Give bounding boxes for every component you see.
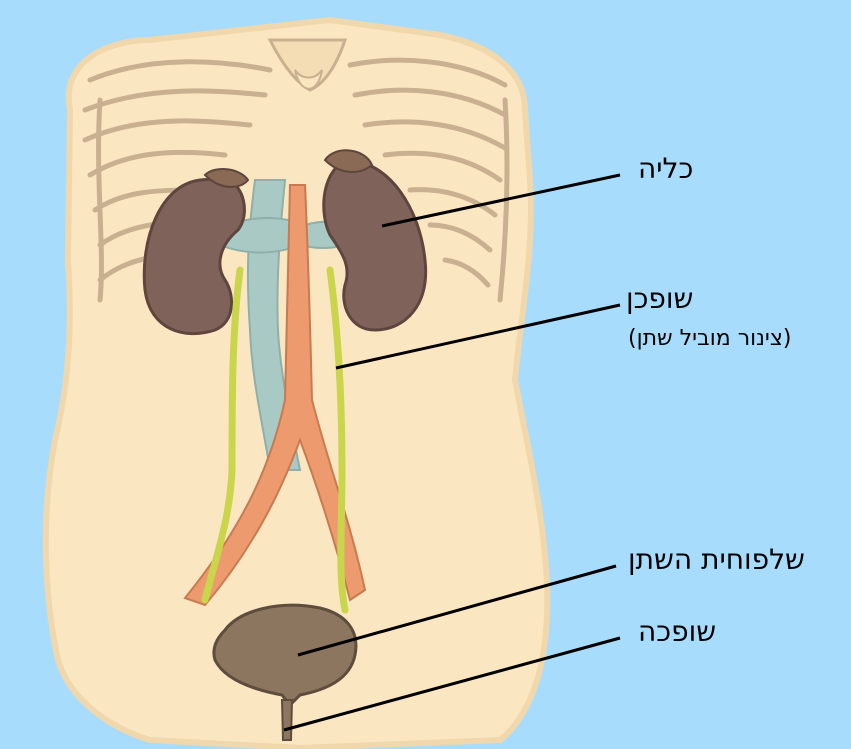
label-urethra: שופכה — [638, 618, 716, 646]
label-ureter: שופכן — [626, 285, 693, 313]
urethra — [282, 700, 292, 740]
label-ureter-subtitle: (צינור מוביל שתן) — [628, 328, 791, 350]
label-bladder: שלפוחית השתן — [628, 546, 805, 574]
label-kidney: כליה — [638, 155, 693, 183]
